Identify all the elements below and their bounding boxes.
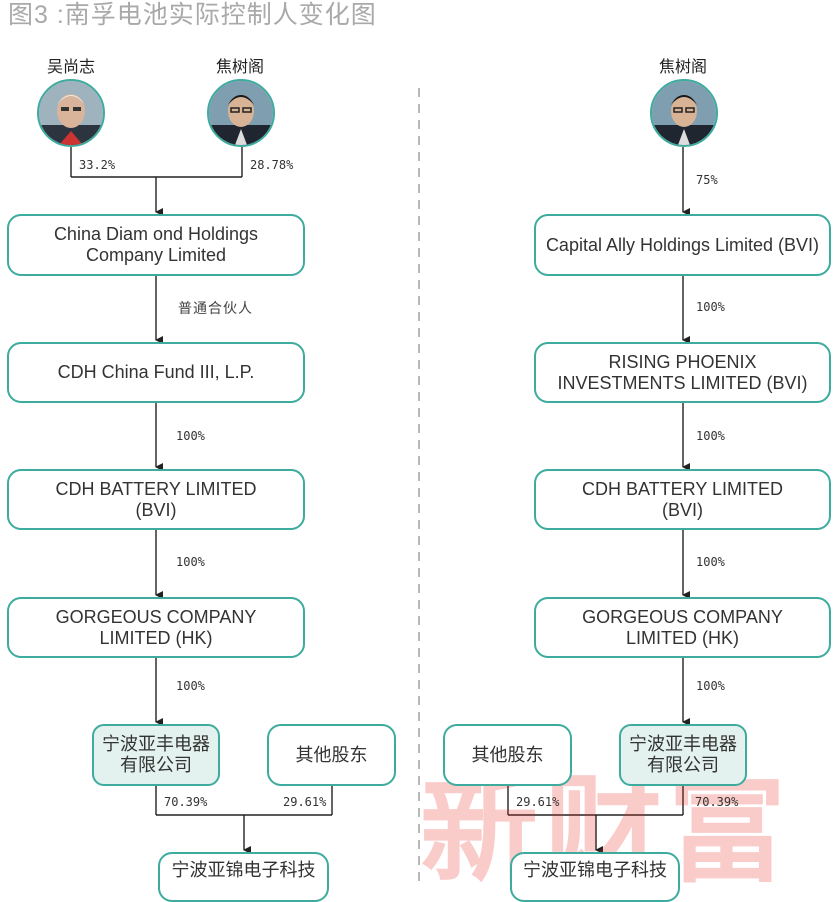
person-photo-icon xyxy=(650,79,718,147)
entity-box-capital-ally: Capital Ally Holdings Limited (BVI) xyxy=(534,214,831,276)
entity-box-other-shareholders: 其他股东 xyxy=(267,724,396,786)
entity-box-cdh-china-fund: CDH China Fund III, L.P. xyxy=(7,342,305,403)
connector-lines xyxy=(70,88,690,883)
entity-box-ningbo-yajin-right: 宁波亚锦电子科技 xyxy=(510,852,680,902)
edge-label-general-partner: 普通合伙人 xyxy=(178,301,253,317)
page-title: 图3 :南孚电池实际控制人变化图 xyxy=(8,1,377,29)
pct-label: 100% xyxy=(696,429,725,443)
pct-label: 100% xyxy=(696,555,725,569)
entity-box-ningbo-yajin: 宁波亚锦电子科技 xyxy=(158,852,329,902)
pct-label: 70.39% xyxy=(164,795,208,809)
entity-box-rising-phoenix: RISING PHOENIX INVESTMENTS LIMITED (BVI) xyxy=(534,342,831,403)
pct-label: 33.2% xyxy=(79,158,116,172)
pct-label: 29.61% xyxy=(283,795,327,809)
entity-box-ningbo-yafeng: 宁波亚丰电器 有限公司 xyxy=(92,724,220,786)
entity-box-gorgeous-company-right: GORGEOUS COMPANY LIMITED (HK) xyxy=(534,597,831,658)
entity-box-gorgeous-company: GORGEOUS COMPANY LIMITED (HK) xyxy=(7,597,305,658)
pct-label: 75% xyxy=(696,173,718,187)
pct-label: 70.39% xyxy=(695,795,739,809)
person-name-left-2: 焦树阁 xyxy=(215,59,264,76)
pct-label: 100% xyxy=(696,300,725,314)
entity-box-cdh-battery: CDH BATTERY LIMITED (BVI) xyxy=(7,469,305,530)
person-name-left-1: 吴尚志 xyxy=(46,59,95,76)
person-photo-icon xyxy=(37,79,105,147)
entity-box-cdh-battery-right: CDH BATTERY LIMITED (BVI) xyxy=(534,469,831,530)
pct-label: 29.61% xyxy=(516,795,560,809)
pct-label: 100% xyxy=(696,679,725,693)
pct-label: 100% xyxy=(176,429,205,443)
entity-box-other-shareholders-right: 其他股东 xyxy=(443,724,572,786)
pct-label: 28.78% xyxy=(250,158,294,172)
person-name-right: 焦树阁 xyxy=(658,59,707,76)
entity-box-ningbo-yafeng-right: 宁波亚丰电器 有限公司 xyxy=(619,724,747,786)
pct-label: 100% xyxy=(176,679,205,693)
pct-label: 100% xyxy=(176,555,205,569)
person-photo-icon xyxy=(207,79,275,147)
entity-box-china-diamond-holdings: China Diam ond Holdings Company Limited xyxy=(7,214,305,276)
